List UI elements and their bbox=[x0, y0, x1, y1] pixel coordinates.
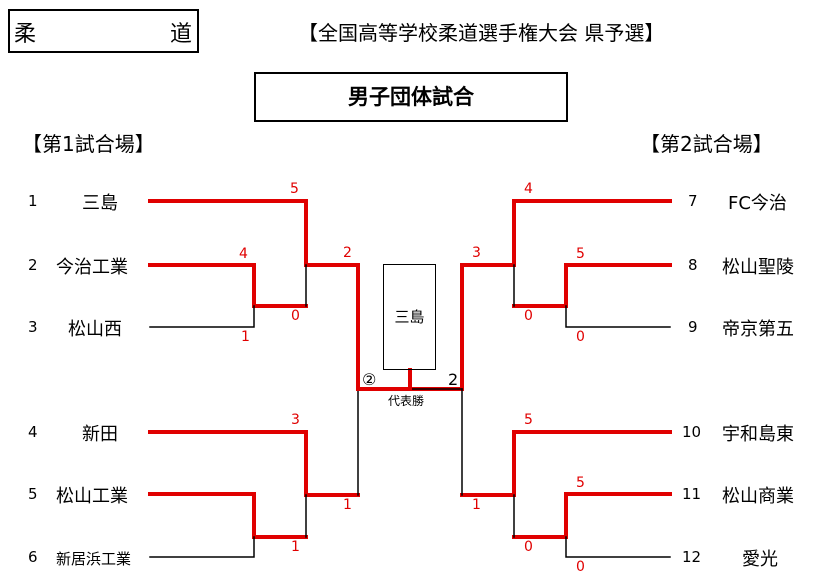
score-r-t12: 0 bbox=[576, 559, 585, 575]
score-r-t8: 5 bbox=[576, 246, 585, 262]
team-8: 松山聖陵 bbox=[722, 257, 794, 278]
line-team-10 bbox=[460, 430, 672, 497]
line-team-3 bbox=[149, 305, 255, 328]
score-r-t7: 4 bbox=[524, 181, 533, 197]
team-3: 松山西 bbox=[68, 319, 122, 340]
seed-5: 5 bbox=[28, 485, 38, 503]
title-box bbox=[254, 72, 568, 122]
seed-8: 8 bbox=[688, 256, 698, 274]
line-team-12 bbox=[565, 536, 671, 558]
score-l-t6: 1 bbox=[291, 539, 300, 555]
event-title: 【全国高等学校柔道選手権大会 県予選】 bbox=[298, 21, 665, 45]
score-l-t1: 5 bbox=[290, 181, 299, 197]
score-r-r1-up: 0 bbox=[524, 308, 533, 324]
team-7: FC今治 bbox=[728, 193, 787, 214]
score-final-right: 2 bbox=[448, 370, 459, 389]
line-team-8 bbox=[512, 263, 672, 308]
seed-4: 4 bbox=[28, 423, 38, 441]
seed-2: 2 bbox=[28, 256, 38, 274]
seed-11: 11 bbox=[682, 485, 702, 503]
sport-label-right: 道 bbox=[170, 22, 193, 47]
line-team-7 bbox=[460, 199, 672, 267]
page-title: 男子団体試合 bbox=[348, 85, 474, 109]
winner-box bbox=[383, 264, 436, 370]
score-l-r1-low: 0 bbox=[291, 308, 300, 324]
seed-7: 7 bbox=[688, 192, 698, 210]
sport-box bbox=[8, 9, 199, 53]
score-final-left: ② bbox=[362, 370, 377, 389]
score-r-semi-low: 1 bbox=[472, 497, 481, 513]
team-12: 愛光 bbox=[742, 549, 778, 570]
line-team-5 bbox=[148, 492, 308, 539]
line-team-11 bbox=[512, 492, 672, 539]
team-5: 松山工業 bbox=[56, 486, 128, 507]
score-l-t2: 4 bbox=[239, 246, 248, 262]
venue-right: 【第2試合場】 bbox=[640, 132, 773, 156]
team-9: 帝京第五 bbox=[722, 319, 794, 340]
score-r-semi-up: 3 bbox=[472, 245, 481, 261]
team-4: 新田 bbox=[82, 424, 118, 445]
sport-label-left: 柔 bbox=[14, 22, 37, 47]
final-note: 代表勝 bbox=[388, 394, 425, 408]
seed-6: 6 bbox=[28, 548, 38, 566]
team-6: 新居浜工業 bbox=[56, 550, 132, 568]
score-r-t11: 5 bbox=[576, 475, 585, 491]
score-r-t9: 0 bbox=[576, 329, 585, 345]
line-team-1 bbox=[148, 199, 360, 267]
line-team-2 bbox=[148, 263, 308, 308]
seed-1: 1 bbox=[28, 192, 38, 210]
score-l-t4: 3 bbox=[291, 412, 300, 428]
team-2: 今治工業 bbox=[56, 257, 128, 278]
score-r-t10: 5 bbox=[524, 412, 533, 428]
winner-name: 三島 bbox=[394, 308, 425, 326]
line-team-4 bbox=[148, 430, 360, 497]
score-l-semi-up: 2 bbox=[343, 245, 352, 261]
line-team-9 bbox=[565, 305, 671, 328]
venue-left: 【第1試合場】 bbox=[22, 132, 155, 156]
team-1: 三島 bbox=[82, 193, 118, 214]
score-l-t3: 1 bbox=[241, 329, 250, 345]
score-l-t5: 1 bbox=[343, 497, 352, 513]
seed-12: 12 bbox=[682, 548, 702, 566]
seed-9: 9 bbox=[688, 318, 698, 336]
team-10: 宇和島東 bbox=[722, 424, 794, 445]
seed-3: 3 bbox=[28, 318, 38, 336]
score-r-r1-low: 0 bbox=[524, 539, 533, 555]
seed-10: 10 bbox=[682, 423, 702, 441]
team-11: 松山商業 bbox=[722, 486, 794, 507]
line-team-6 bbox=[149, 536, 255, 558]
